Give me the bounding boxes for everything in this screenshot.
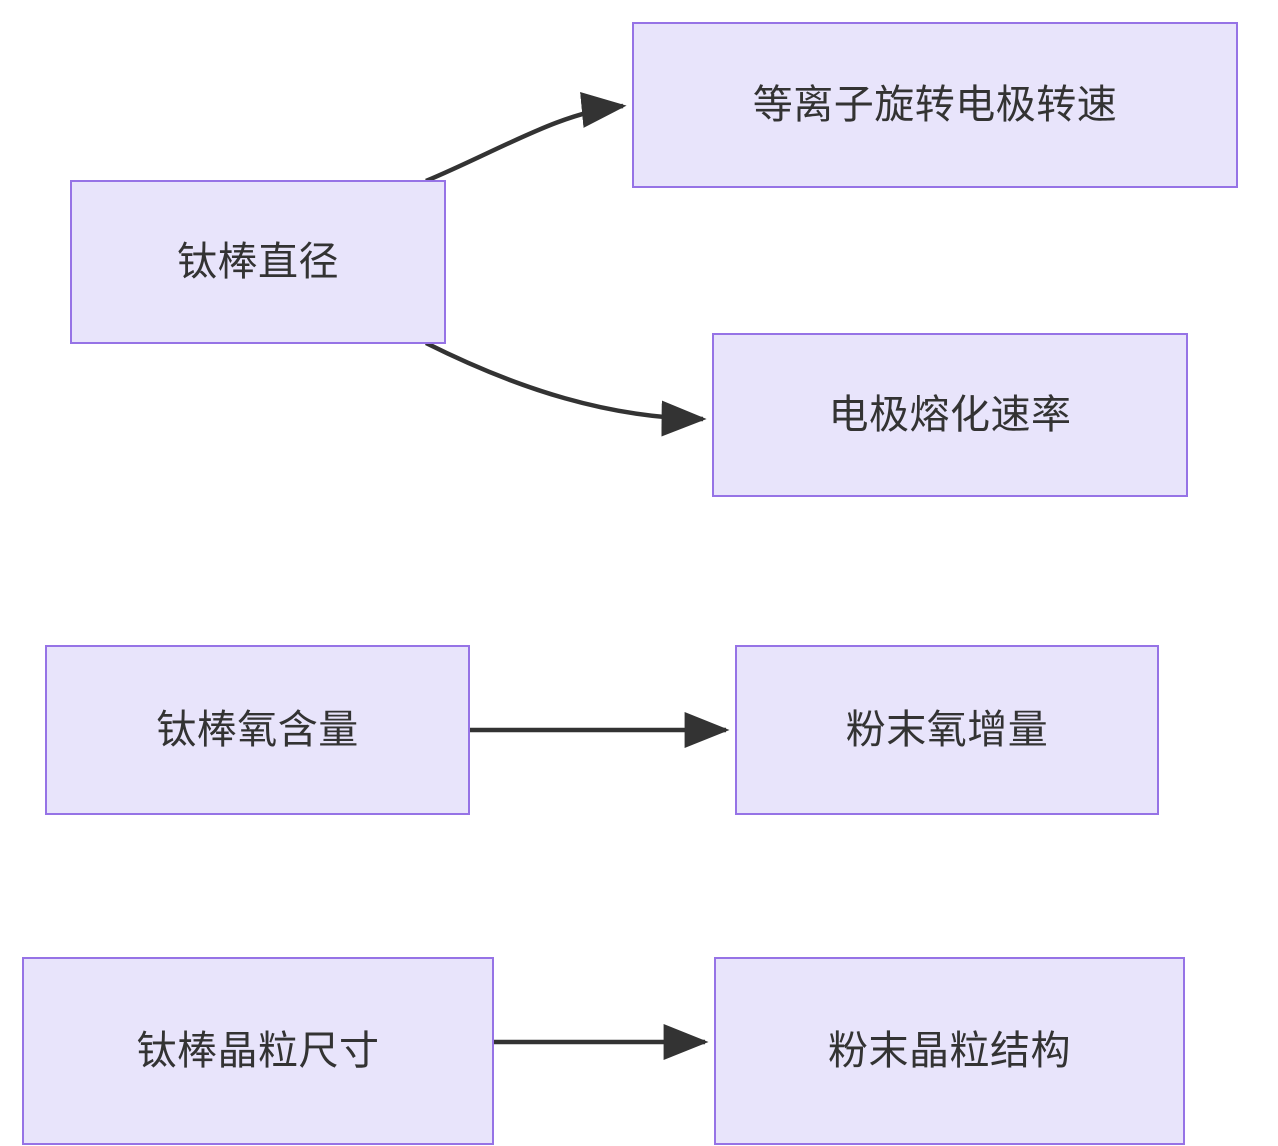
- node-electrode-melting-rate[interactable]: 电极熔化速率: [712, 333, 1188, 497]
- node-bar-oxygen-content-label: 钛棒氧含量: [156, 708, 359, 752]
- node-powder-grain-structure-label: 粉末晶粒结构: [828, 1029, 1071, 1073]
- node-powder-oxygen-increase[interactable]: 粉末氧增量: [735, 645, 1159, 815]
- node-powder-oxygen-increase-label: 粉末氧增量: [845, 708, 1049, 752]
- node-plasma-rotating-electrode-speed-label: 等离子旋转电极转速: [752, 83, 1118, 127]
- node-powder-grain-structure[interactable]: 粉末晶粒结构: [714, 957, 1185, 1145]
- node-bar-grain-size-label: 钛棒晶粒尺寸: [136, 1029, 380, 1073]
- edge-diameter-to-meltrate: [424, 340, 707, 437]
- node-bar-oxygen-content[interactable]: 钛棒氧含量: [45, 645, 470, 815]
- node-bar-grain-size[interactable]: 钛棒晶粒尺寸: [22, 957, 494, 1145]
- edge-diameter-to-speed: [425, 92, 627, 184]
- node-bar-diameter-label: 钛棒直径: [177, 240, 339, 284]
- node-bar-diameter[interactable]: 钛棒直径: [70, 180, 446, 344]
- node-electrode-melting-rate-label: 电极熔化速率: [828, 393, 1072, 437]
- node-plasma-rotating-electrode-speed[interactable]: 等离子旋转电极转速: [632, 22, 1238, 188]
